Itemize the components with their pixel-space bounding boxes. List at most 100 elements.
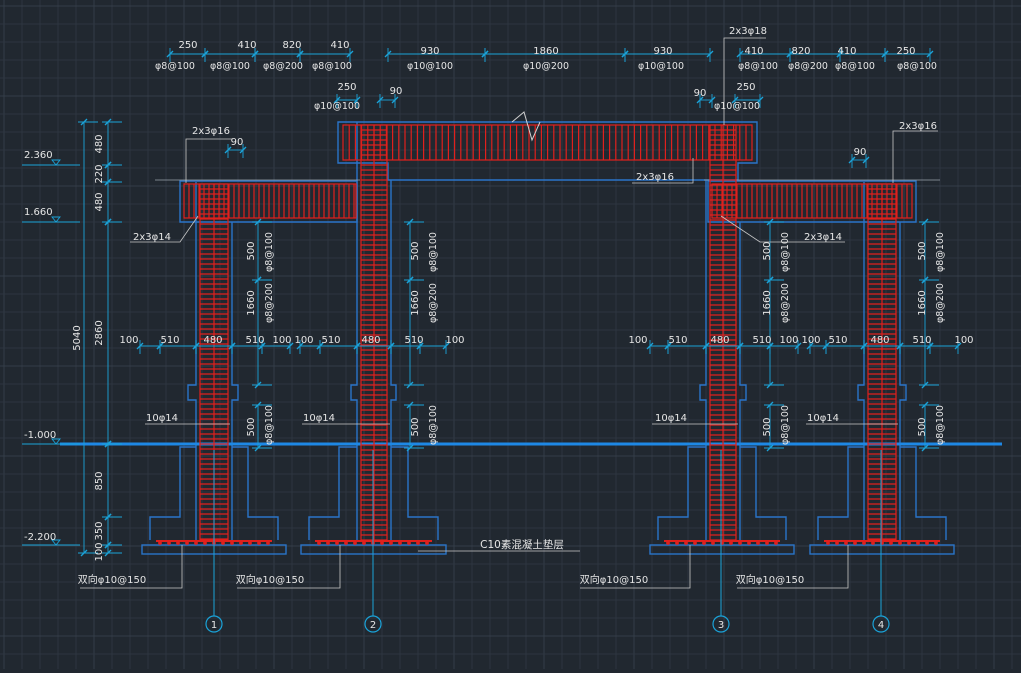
dim-text: 220 [94,164,105,183]
dim-text: φ10@100 [638,61,684,72]
dim-text: 820 [282,40,301,51]
dim-text: φ8@200 [264,283,275,323]
dim-text: 100 [801,335,820,346]
dim-text: 100 [445,335,464,346]
dim-text: 250 [178,40,197,51]
dim-text: 100 [628,335,647,346]
dim-text: φ8@100 [780,232,791,272]
dim-text: 820 [791,46,810,57]
dim-text: 510 [828,335,847,346]
dim-text: 1660 [762,290,773,315]
dim-text: 5040 [72,325,83,350]
dim-text: 480 [94,192,105,211]
mat-bar [266,541,270,545]
mat-bar [862,541,866,545]
dim-text: φ8@100 [264,232,275,272]
dim-text: 410 [330,40,349,51]
mat-bar [666,541,670,545]
dim-text: -1.000 [24,430,56,441]
axis-label: 2 [370,620,376,631]
dim-text: 1660 [246,290,257,315]
dim-text: 510 [752,335,771,346]
dim-text: φ8@100 [835,61,875,72]
mat-bar [907,541,911,545]
right-lower-beam-outline [707,180,917,223]
dim-text: 510 [668,335,687,346]
dim-text: 510 [912,335,931,346]
dim-text: 250 [896,46,915,57]
dim-text: φ8@200 [780,283,791,323]
mat-bar [889,541,893,545]
mat-bar [380,541,384,545]
dim-text: 410 [237,40,256,51]
dim-text: 100 [779,335,798,346]
dim-text: 250 [337,82,356,93]
leader-group [80,37,938,589]
foundation-1-outline [149,446,279,540]
dim-text: 双向φ10@150 [78,573,146,586]
mat-bar [239,541,243,545]
rebar-cage [183,183,357,219]
dim-text: 850 [94,471,105,490]
dim-text: φ8@100 [155,61,195,72]
leader-right-bot [720,215,845,243]
dim-text: φ8@100 [738,61,778,72]
dim-text: 90 [231,137,244,148]
leader-found1 [80,545,183,589]
dim-text: 10φ14 [807,413,839,424]
dim-text: 250 [736,82,755,93]
mat-bar [353,541,357,545]
mat-bar [176,541,180,545]
dim-text: 双向φ10@150 [580,573,648,586]
elev-triangle [51,216,61,223]
dim-text: 10φ14 [655,413,687,424]
dim-text: φ8@100 [210,61,250,72]
mat-bar [194,541,198,545]
leader-found4 [737,545,849,589]
dim-text: 100 [954,335,973,346]
mat-bar [326,541,330,545]
mat-bar [871,541,875,545]
dim-text: 410 [744,46,763,57]
leader-found2 [237,545,341,589]
dim-text: φ8@100 [780,405,791,445]
dim-text: 410 [837,46,856,57]
dim-text: C10素混凝土垫层 [480,538,564,551]
mat-bar [853,541,857,545]
dim-text: 100 [119,335,138,346]
mat-bar [925,541,929,545]
mat-bar [257,541,261,545]
elev-triangle [51,438,61,445]
leader-beam-top [723,37,766,125]
mat-bar [344,541,348,545]
dim-text: 2x3φ18 [729,26,767,37]
foundation-3-outline [657,446,787,540]
dim-text: 双向φ10@150 [236,573,304,586]
mat-bar [185,541,189,545]
dim-text: 480 [361,335,380,346]
mat-bar [765,541,769,545]
axis-circle [364,615,382,633]
rebar-group [156,111,940,545]
dim-text: 500 [762,241,773,260]
mat-bar [684,541,688,545]
break-line [511,111,541,142]
mat-bar [844,541,848,545]
dim-text: φ8@200 [935,283,946,323]
dim-text: 500 [917,241,928,260]
dim-text: φ8@100 [935,405,946,445]
dim-text: φ10@100 [407,61,453,72]
elev-triangle [51,539,61,546]
dim-text: 1660 [917,290,928,315]
mat-bar [248,541,252,545]
mat-bar [898,541,902,545]
leader-left-bot [130,215,199,243]
dim-text: φ8@100 [897,61,937,72]
dim-text: 480 [710,335,729,346]
dim-text: 100 [294,335,313,346]
dim-text: -2.200 [24,532,56,543]
mat-bar [362,541,366,545]
mat-bar [335,541,339,545]
